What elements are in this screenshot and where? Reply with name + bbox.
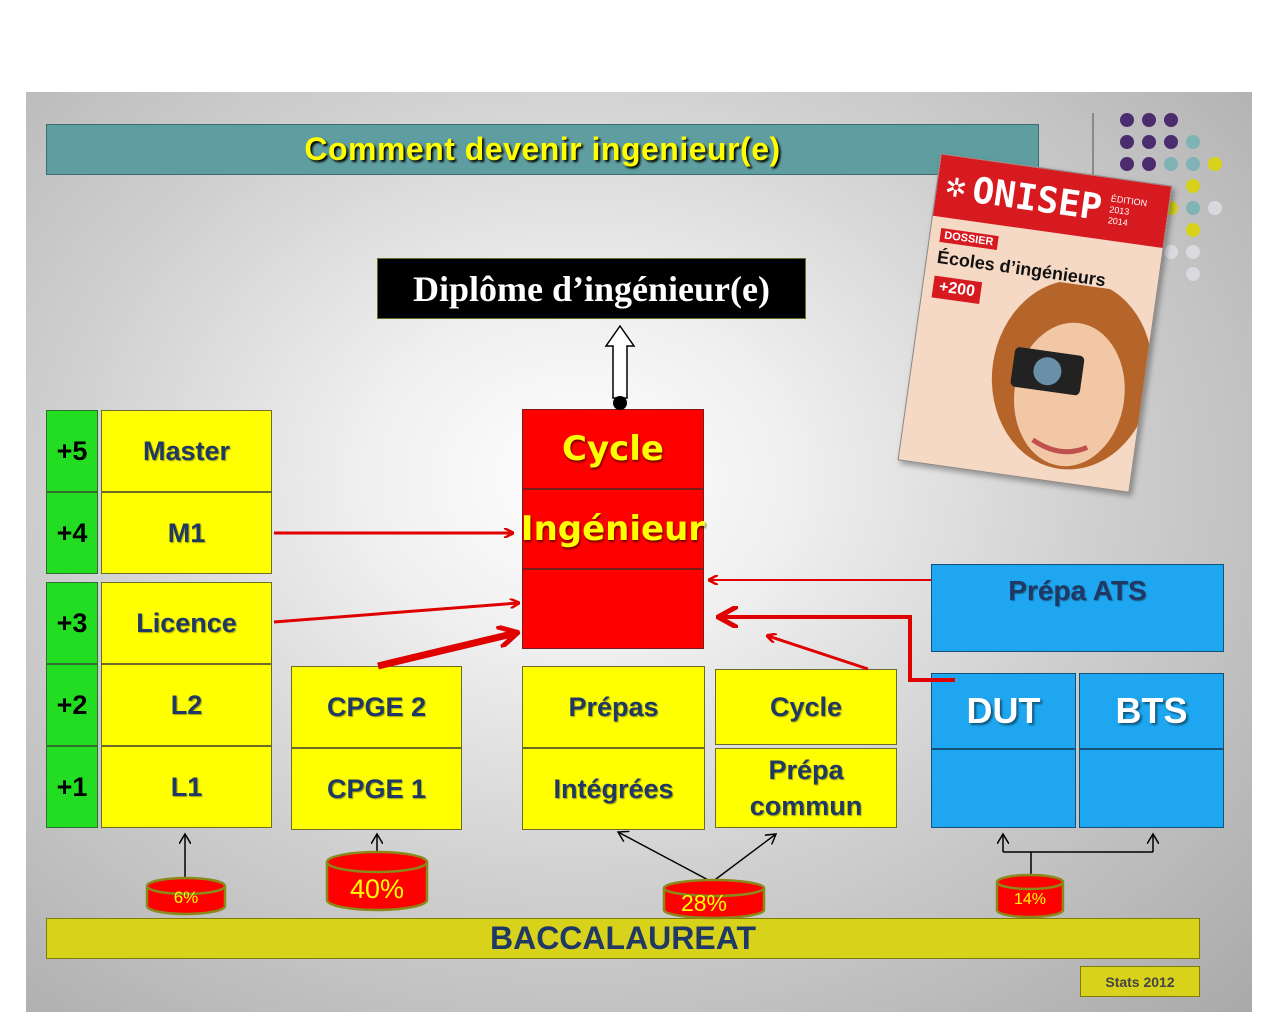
bts-box-lower xyxy=(1079,749,1224,828)
cycle-prepa-bottom: Prépa commun xyxy=(715,748,897,828)
year-plus-5: +5 xyxy=(46,410,98,492)
cycle-prepa-top: Cycle xyxy=(715,669,897,745)
pct-cpge: 40% xyxy=(349,874,405,904)
l2-box: L2 xyxy=(101,664,272,746)
cpge2-box: CPGE 2 xyxy=(291,666,462,748)
dut-box-lower xyxy=(931,749,1076,828)
onisep-magazine: ✲ ONISEP ÉDITION 2013 2014 DOSSIER École… xyxy=(897,153,1173,493)
magazine-badge: +200 xyxy=(931,275,983,305)
integrees-box: Intégrées xyxy=(522,748,705,830)
stats-label: Stats 2012 xyxy=(1080,966,1200,997)
bts-box: BTS xyxy=(1079,673,1224,749)
magazine-portrait-image xyxy=(991,279,1153,470)
l1-box: L1 xyxy=(101,746,272,828)
cycle-ingenieur-middle: Ingénieur xyxy=(521,489,705,569)
title-bar: Comment devenir ingenieur(e) xyxy=(46,124,1039,175)
prepa-ats-box: Prépa ATS xyxy=(931,564,1224,652)
magazine-edition: ÉDITION 2013 2014 xyxy=(1107,192,1148,228)
cycle-ingenieur-bottom xyxy=(522,569,704,649)
cpge1-box: CPGE 1 xyxy=(291,748,462,830)
decorative-dots xyxy=(1092,113,1222,281)
pct-dut-bts: 14% xyxy=(1013,891,1047,908)
magazine-brand: ONISEP xyxy=(969,169,1105,229)
cycle-ingenieur-top: Cycle xyxy=(522,409,704,489)
dut-box: DUT xyxy=(931,673,1076,749)
magazine-dossier-label: DOSSIER xyxy=(939,228,999,250)
baccalaureat-bar: BACCALAUREAT xyxy=(46,918,1200,959)
year-plus-4: +4 xyxy=(46,492,98,574)
year-plus-3: +3 xyxy=(46,582,98,664)
master-box: Master xyxy=(101,410,272,492)
licence-box: Licence xyxy=(101,582,272,664)
diplome-ingenieur: Diplôme d’ingénieur(e) xyxy=(377,258,806,319)
slide-title: Comment devenir ingenieur(e) xyxy=(304,131,781,167)
m1-box: M1 xyxy=(101,492,272,574)
prepas-box: Prépas xyxy=(522,666,705,748)
pct-university: 6% xyxy=(173,888,199,907)
year-plus-1: +1 xyxy=(46,746,98,828)
pct-prepas: 28% xyxy=(680,890,728,916)
year-plus-2: +2 xyxy=(46,664,98,746)
asterisk-logo-icon: ✲ xyxy=(943,170,969,204)
